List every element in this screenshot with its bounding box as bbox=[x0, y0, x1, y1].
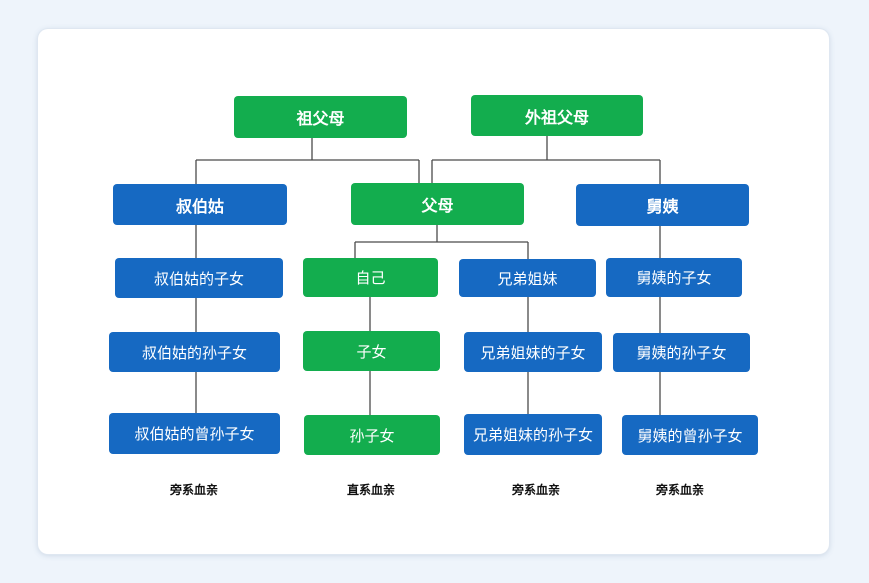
node-siblings: 兄弟姐妹 bbox=[459, 259, 596, 297]
node-maternal-uncles-aunts: 舅姨 bbox=[576, 184, 749, 226]
node-children: 子女 bbox=[303, 331, 440, 371]
node-maternal-grandparents: 外祖父母 bbox=[471, 95, 643, 136]
node-paternal-great-grandnephews: 叔伯姑的曾孙子女 bbox=[109, 413, 280, 454]
node-paternal-cousins: 叔伯姑的子女 bbox=[115, 258, 283, 298]
label-collateral-siblings: 旁系血亲 bbox=[511, 483, 561, 497]
node-maternal-cousins: 舅姨的子女 bbox=[606, 258, 742, 297]
label-collateral-maternal: 旁系血亲 bbox=[655, 483, 705, 497]
node-siblings-grandchildren: 兄弟姐妹的孙子女 bbox=[464, 414, 602, 455]
label-lineal: 直系血亲 bbox=[346, 483, 396, 497]
label-collateral-paternal: 旁系血亲 bbox=[169, 483, 219, 497]
node-grandchildren: 孙子女 bbox=[304, 415, 440, 455]
node-paternal-uncles-aunts: 叔伯姑 bbox=[113, 184, 287, 225]
node-parents: 父母 bbox=[351, 183, 524, 225]
node-grandparents: 祖父母 bbox=[234, 96, 407, 138]
node-maternal-grandnephews: 舅姨的孙子女 bbox=[613, 333, 750, 372]
node-maternal-great-grandnephews: 舅姨的曾孙子女 bbox=[622, 415, 758, 455]
node-siblings-children: 兄弟姐妹的子女 bbox=[464, 332, 602, 372]
node-paternal-grandnephews: 叔伯姑的孙子女 bbox=[109, 332, 280, 372]
node-self: 自己 bbox=[303, 258, 438, 297]
